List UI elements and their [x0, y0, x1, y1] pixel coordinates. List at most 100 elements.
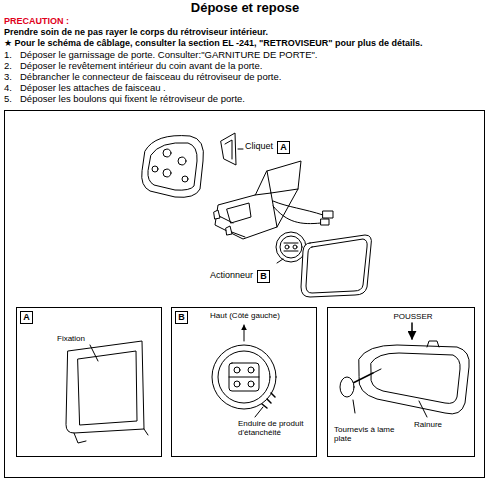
part-name: Cliquet	[245, 141, 273, 152]
actuator-part	[277, 259, 283, 263]
harness-wires	[321, 219, 329, 225]
detail-b-drawing	[255, 407, 263, 417]
detail-label: Fixation	[57, 334, 117, 343]
callout-letter-text: B	[178, 312, 185, 322]
step-number: 4.	[4, 82, 20, 93]
detail-c-drawing	[419, 401, 427, 417]
callout-letter-text: B	[260, 271, 267, 281]
detail-b-drawing	[229, 377, 259, 378]
mirror-glass	[306, 239, 367, 293]
detail-c-drawing	[427, 341, 439, 347]
actuator-part	[293, 245, 297, 249]
mirror-glass	[301, 235, 371, 297]
detail-b-drawing	[218, 351, 270, 403]
step-text: Déposer le revêtement intérieur du coin …	[20, 60, 262, 71]
detail-b-drawing	[234, 381, 240, 387]
callout-letter: B	[257, 270, 270, 283]
detail-label: POUSSER	[378, 312, 448, 321]
detail-b-drawing	[248, 381, 254, 387]
detail-b-drawing	[234, 367, 240, 373]
detail-b-drawing	[212, 325, 276, 417]
step-number: 2.	[4, 60, 20, 71]
detail-panel: A Fixation	[16, 307, 162, 457]
detail-a-drawing	[90, 345, 98, 361]
detail-a-drawing	[66, 341, 148, 443]
mirror-housing	[152, 166, 158, 172]
callout-letter-text: A	[280, 142, 287, 152]
procedure-step: 1.Déposer le garnissage de porte. Consul…	[4, 49, 486, 60]
callout-letter-text: A	[23, 312, 30, 322]
step-text: Déposer les attaches de faisceau .	[20, 82, 166, 93]
procedure-step: 4.Déposer les attaches de faisceau .	[4, 82, 486, 93]
precaution-heading: PRECAUTION :	[4, 16, 486, 27]
actuator-part	[276, 232, 306, 262]
mirror-housing	[163, 169, 171, 177]
detail-a-drawing	[144, 429, 148, 435]
panel-letter: A	[20, 311, 33, 324]
mirror-housing	[142, 136, 204, 198]
detail-b-drawing	[229, 363, 259, 391]
mirror-base	[215, 161, 301, 239]
precaution-text: Prendre soin de ne pas rayer le corps du…	[4, 27, 486, 38]
detail-c-drawing	[340, 323, 469, 417]
mirror-glass	[301, 235, 371, 297]
mounting-screws	[214, 210, 245, 237]
part-name: Actionneur	[210, 270, 253, 281]
detail-label: Tournevis à lame plate	[334, 425, 398, 443]
actuator-part	[284, 243, 298, 244]
step-text: Déposer les boulons qui fixent le rétrov…	[20, 93, 245, 104]
mirror-housing	[178, 157, 186, 165]
detail-panel: BHaut (Côté gauche)Enduire de produit d'…	[171, 307, 317, 457]
detail-c-drawing	[353, 400, 355, 413]
detail-panel: POUSSER Tournevis à lame plate Rainure	[327, 307, 475, 457]
detail-b-drawing	[244, 325, 245, 341]
step-number: 5.	[4, 93, 20, 104]
cliquet-part	[221, 133, 243, 165]
page-header: Dépose et reposePRECAUTION :Prendre soin…	[0, 0, 490, 104]
detail-a-drawing	[78, 351, 137, 425]
cliquet-part	[221, 133, 236, 165]
page-title: Dépose et repose	[4, 0, 486, 16]
actuator-part	[285, 245, 289, 249]
mirror-housing	[163, 149, 171, 157]
harness-wires	[273, 206, 321, 224]
detail-b-drawing	[262, 393, 275, 408]
mounting-screws	[214, 210, 220, 219]
mirror-housing	[142, 136, 204, 198]
procedure-step: 5.Déposer les boulons qui fixent le rétr…	[4, 93, 486, 104]
detail-b-drawing	[248, 367, 254, 373]
detail-label: Enduire de produit d'étanchéité	[238, 419, 314, 437]
harness-wires	[323, 211, 333, 218]
cliquet-part	[238, 149, 243, 150]
detail-b-drawing	[212, 345, 276, 409]
mirror-base	[227, 203, 251, 223]
callout-letter: A	[277, 141, 290, 154]
actuator-part	[276, 232, 306, 263]
actuator-part	[284, 251, 298, 252]
detail-a-drawing	[66, 341, 144, 433]
mirror-base	[255, 171, 271, 195]
step-number: 1.	[4, 49, 20, 60]
detail-label: Rainure	[414, 420, 472, 429]
detail-c-drawing	[340, 377, 354, 397]
actuator-part	[280, 236, 302, 258]
mirror-base	[271, 189, 298, 193]
procedure-step: 2.Déposer le revêtement intérieur du coi…	[4, 60, 486, 71]
wiring-note: ★ Pour le schéma de câblage, consulter l…	[4, 38, 486, 49]
panel-letter: B	[175, 311, 188, 324]
detail-a-drawing	[74, 433, 86, 443]
step-text: Déposer le garnissage de porte. Consulte…	[20, 49, 318, 60]
detail-c-drawing	[371, 353, 460, 403]
mirror-housing	[182, 176, 188, 182]
step-text: Débrancher le connecteur de faisceau du …	[20, 71, 281, 82]
procedure-step: 3.Débrancher le connecteur de faisceau d…	[4, 71, 486, 82]
detail-c-drawing	[411, 323, 413, 339]
mirror-base	[215, 161, 301, 239]
figure-frame: A B A Fixation BHaut (Côté gauche)Enduire de…	[4, 110, 485, 478]
detail-c-drawing	[359, 345, 469, 414]
mounting-screws	[226, 226, 232, 235]
detail-c-drawing	[373, 369, 381, 373]
harness-wires	[273, 201, 333, 225]
harness-wires	[273, 201, 323, 215]
mirror-housing	[148, 143, 197, 190]
